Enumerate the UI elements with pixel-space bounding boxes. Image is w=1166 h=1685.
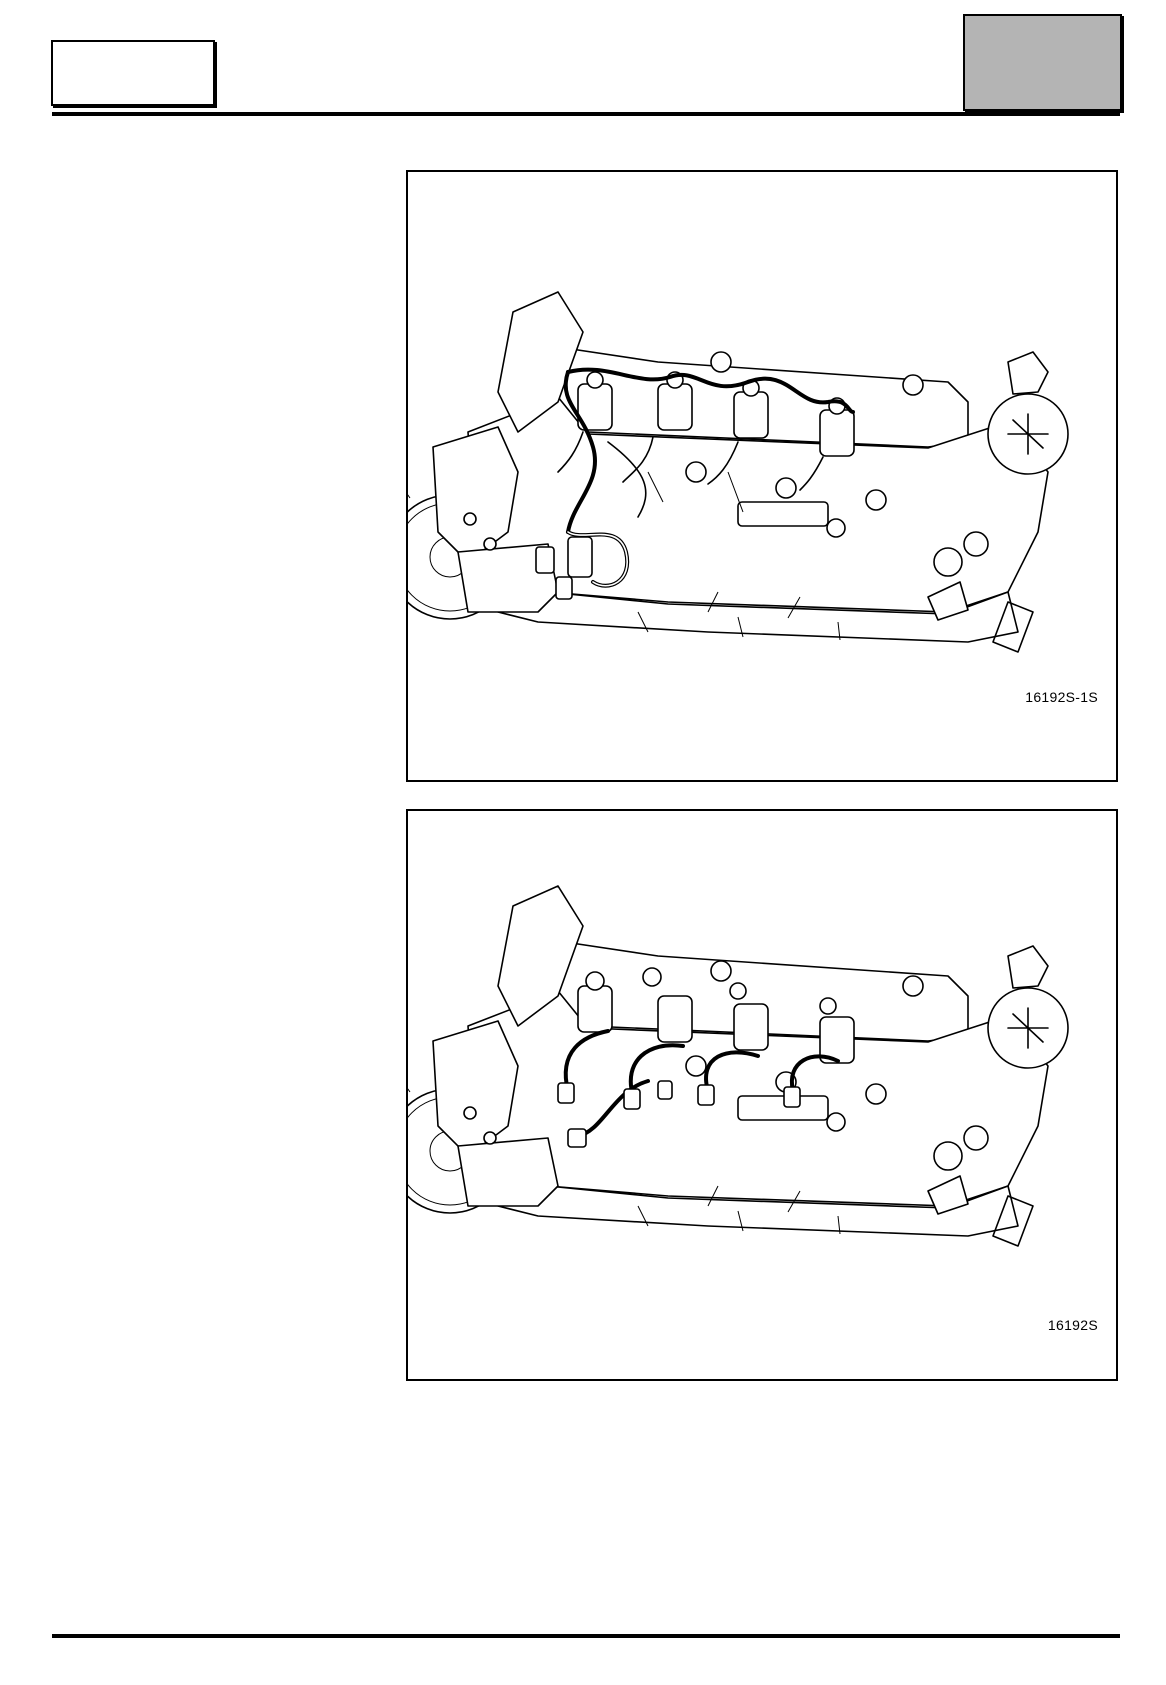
- engine-illustration-1: [408, 291, 1069, 653]
- figure-reference-label: 16192S-1S: [1025, 689, 1098, 705]
- engine-illustration-2: [408, 885, 1069, 1247]
- figure-reference-label: 16192S: [1047, 1317, 1098, 1333]
- header-rule: [52, 112, 1120, 116]
- figure-engine-injector-lines: 16192S: [406, 809, 1118, 1381]
- footer-rule: [52, 1634, 1120, 1638]
- header-chapter-tab: [963, 14, 1122, 111]
- header-section-box: [51, 40, 215, 106]
- figure-engine-harness-routed: 16192S-1S: [406, 170, 1118, 782]
